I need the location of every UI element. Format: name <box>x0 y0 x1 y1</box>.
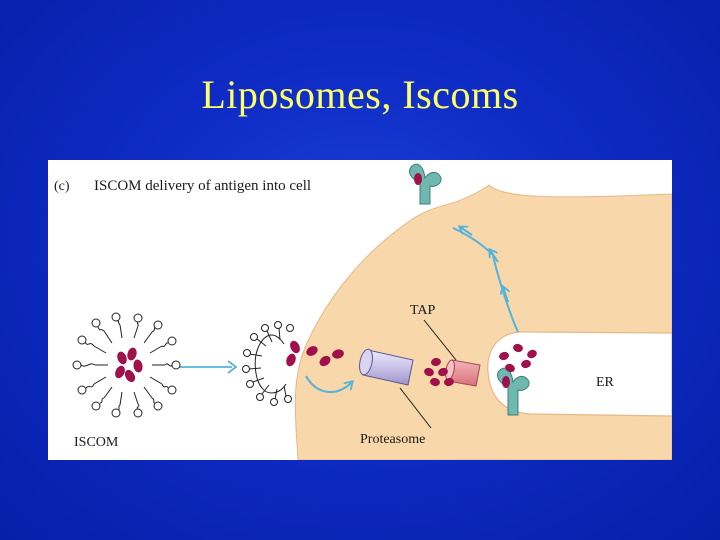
cell-cytoplasm <box>294 184 672 460</box>
panel-label: (c) <box>54 179 70 194</box>
iscom-label: ISCOM <box>74 435 119 450</box>
cytosol-antigens <box>306 346 344 367</box>
tap-transporter-icon <box>445 359 481 387</box>
er-mhc-icon <box>497 367 530 416</box>
er-peptides <box>499 343 537 373</box>
transport-arrows <box>452 227 519 333</box>
surface-mhc-icon <box>409 163 442 205</box>
fusing-antigens <box>286 340 300 367</box>
iscom-particle <box>72 312 181 418</box>
iscom-diagram: (c) ISCOM delivery of antigen into cell … <box>54 163 672 460</box>
fusing-iscom <box>242 321 294 406</box>
iscom-antigens <box>115 347 143 383</box>
proteasome-leader-line <box>399 387 432 429</box>
er-label: ER <box>596 375 615 390</box>
slide-title: Liposomes, Iscoms <box>201 72 519 117</box>
proteasome-label: Proteasome <box>360 432 425 447</box>
peptide-fragments <box>424 357 454 387</box>
figure-caption: ISCOM delivery of antigen into cell <box>94 178 311 194</box>
tap-leader-line <box>423 319 457 361</box>
iscom-figure: (c) ISCOM delivery of antigen into cell … <box>48 160 672 460</box>
tap-label: TAP <box>410 303 436 318</box>
cytosol-arrow <box>305 375 352 393</box>
entry-arrow <box>176 360 238 374</box>
proteasome-icon <box>359 348 414 386</box>
